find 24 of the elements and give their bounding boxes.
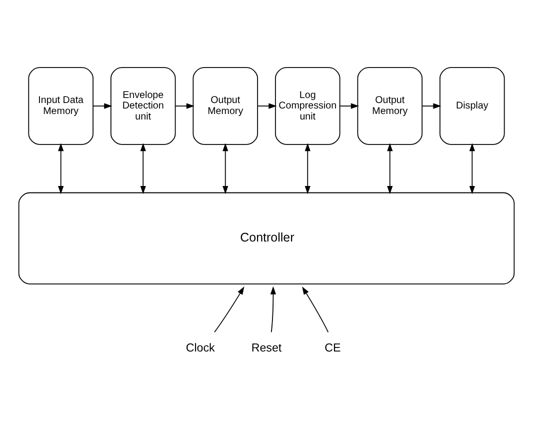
node-box: Envelope Detection unit xyxy=(110,66,176,144)
arrow xyxy=(304,142,310,194)
arrow xyxy=(387,142,393,194)
node-box: Output Memory xyxy=(357,66,423,144)
node-box: Controller xyxy=(18,192,515,284)
arrow xyxy=(92,102,112,108)
node-box: Log Compression unit xyxy=(275,66,340,144)
arrow xyxy=(469,142,475,194)
node-text: CE xyxy=(324,340,341,354)
node-text: Clock xyxy=(186,340,215,354)
arrow xyxy=(270,286,276,332)
arrow xyxy=(140,142,146,194)
node-text: Reset xyxy=(251,340,282,354)
node-box: Display xyxy=(440,66,505,144)
node-box: Input Data Memory xyxy=(28,66,94,144)
node-box: Output Memory xyxy=(192,66,258,144)
arrow xyxy=(257,102,277,108)
arrow xyxy=(222,142,228,194)
arrow xyxy=(58,142,64,194)
arrow xyxy=(422,102,442,108)
arrow xyxy=(302,286,329,332)
arrow xyxy=(214,286,244,332)
arrow xyxy=(340,102,359,108)
arrow xyxy=(175,102,194,108)
